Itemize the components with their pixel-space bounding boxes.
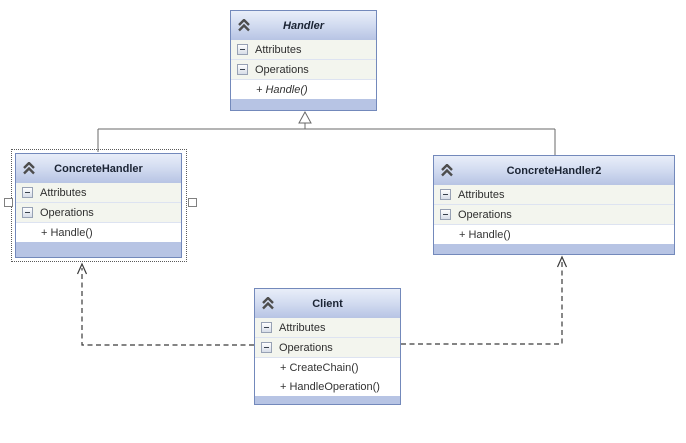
class-title: Client bbox=[312, 297, 343, 310]
collapse-chevron-icon[interactable] bbox=[22, 162, 36, 175]
class-shape-concretehandler2[interactable]: ConcreteHandler2 Attributes Operations +… bbox=[433, 155, 675, 255]
minus-box-icon[interactable] bbox=[22, 187, 33, 198]
collapse-chevron-icon[interactable] bbox=[237, 19, 251, 32]
class-footer-strip bbox=[231, 99, 376, 110]
inheritance-connector[interactable] bbox=[97, 110, 556, 155]
operation-label: + Handle() bbox=[256, 83, 308, 96]
minus-box-icon[interactable] bbox=[440, 189, 451, 200]
operation-label: + CreateChain() bbox=[280, 361, 359, 374]
class-footer-strip bbox=[434, 244, 674, 254]
open-arrowhead-icon bbox=[556, 255, 568, 268]
operation-row[interactable]: + Handle() bbox=[434, 225, 674, 244]
dependency-connector-client-concretehandler[interactable] bbox=[76, 262, 255, 346]
operation-row[interactable]: + Handle() bbox=[16, 223, 181, 242]
minus-box-icon[interactable] bbox=[237, 44, 248, 55]
class-shape-handler[interactable]: Handler Attributes Operations + Handle() bbox=[230, 10, 377, 111]
open-arrowhead-icon bbox=[76, 262, 88, 275]
minus-box-icon[interactable] bbox=[261, 322, 272, 333]
class-header[interactable]: ConcreteHandler2 bbox=[434, 156, 674, 185]
section-label: Attributes bbox=[279, 321, 326, 334]
operations-section-row[interactable]: Operations bbox=[231, 60, 376, 80]
attributes-section-row[interactable]: Attributes bbox=[16, 183, 181, 203]
section-label: Operations bbox=[40, 206, 94, 219]
minus-box-icon[interactable] bbox=[440, 209, 451, 220]
class-shape-client[interactable]: Client Attributes Operations + CreateCha… bbox=[254, 288, 401, 405]
attributes-section-row[interactable]: Attributes bbox=[231, 40, 376, 60]
resize-handle-left[interactable] bbox=[4, 198, 13, 207]
section-label: Operations bbox=[458, 208, 512, 221]
collapse-chevron-icon[interactable] bbox=[440, 164, 454, 177]
minus-box-icon[interactable] bbox=[237, 64, 248, 75]
operation-label: + HandleOperation() bbox=[280, 380, 380, 393]
operation-label: + Handle() bbox=[459, 228, 511, 241]
attributes-section-row[interactable]: Attributes bbox=[434, 185, 674, 205]
class-title: ConcreteHandler2 bbox=[506, 164, 602, 177]
operation-row[interactable]: + HandleOperation() bbox=[255, 377, 400, 396]
class-title: ConcreteHandler bbox=[54, 162, 143, 175]
operation-label: + Handle() bbox=[41, 226, 93, 239]
section-label: Attributes bbox=[255, 43, 302, 56]
operation-row[interactable]: + CreateChain() bbox=[255, 358, 400, 377]
section-label: Operations bbox=[255, 63, 309, 76]
class-header[interactable]: ConcreteHandler bbox=[16, 154, 181, 183]
operations-section-row[interactable]: Operations bbox=[434, 205, 674, 225]
operation-row[interactable]: + Handle() bbox=[231, 80, 376, 99]
resize-handle-right[interactable] bbox=[188, 198, 197, 207]
class-title: Handler bbox=[283, 19, 324, 32]
minus-box-icon[interactable] bbox=[261, 342, 272, 353]
dependency-connector-client-concretehandler2[interactable] bbox=[401, 255, 568, 345]
class-footer-strip bbox=[255, 396, 400, 404]
minus-box-icon[interactable] bbox=[22, 207, 33, 218]
attributes-section-row[interactable]: Attributes bbox=[255, 318, 400, 338]
collapse-chevron-icon[interactable] bbox=[261, 297, 275, 310]
class-header[interactable]: Client bbox=[255, 289, 400, 318]
section-label: Operations bbox=[279, 341, 333, 354]
class-shape-concretehandler[interactable]: ConcreteHandler Attributes Operations + … bbox=[15, 153, 182, 258]
operations-section-row[interactable]: Operations bbox=[255, 338, 400, 358]
operations-section-row[interactable]: Operations bbox=[16, 203, 181, 223]
section-label: Attributes bbox=[458, 188, 505, 201]
class-header[interactable]: Handler bbox=[231, 11, 376, 40]
inheritance-triangle-icon bbox=[298, 110, 312, 124]
section-label: Attributes bbox=[40, 186, 87, 199]
class-footer-strip bbox=[16, 242, 181, 257]
